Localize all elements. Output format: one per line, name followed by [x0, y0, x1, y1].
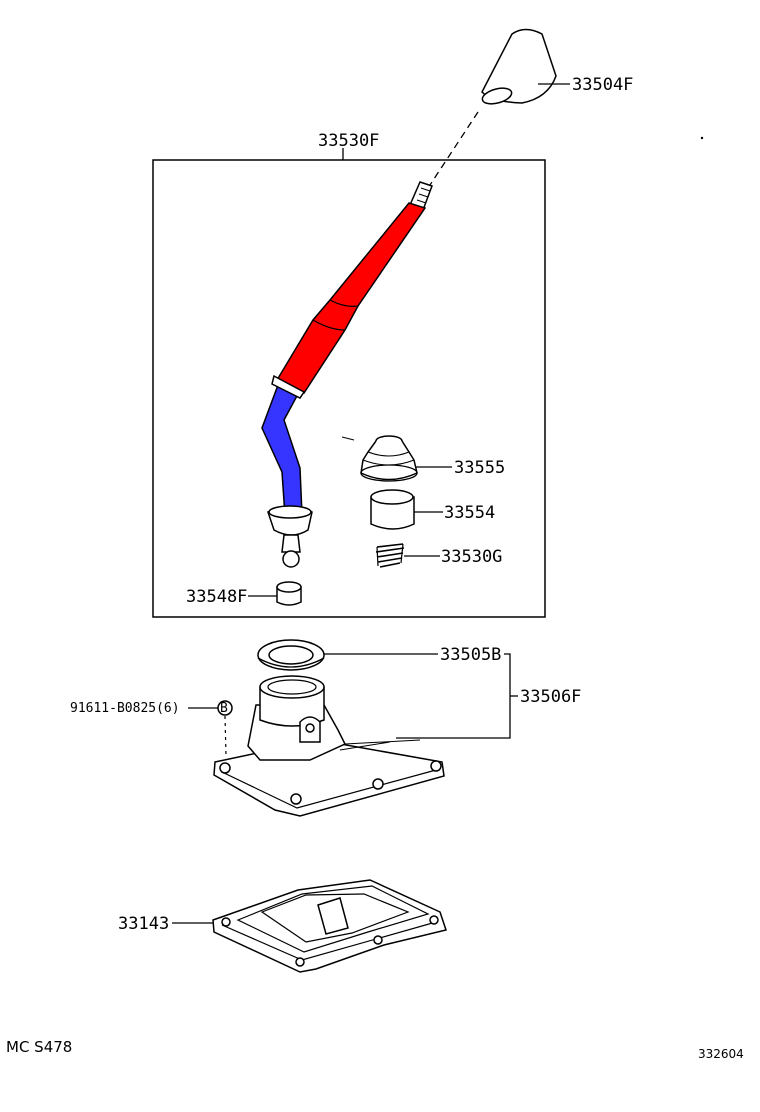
cover-plate — [212, 879, 447, 973]
label-knob: 33504F — [572, 75, 633, 95]
footer-ref-number: 332604 — [698, 1047, 744, 1061]
footer-model-code: MC S478 — [6, 1038, 72, 1056]
label-retainer-assy: 33506F — [520, 687, 581, 707]
lever-collar — [271, 374, 306, 399]
label-spring: 33530G — [441, 547, 502, 567]
label-retainer-seal: 33505B — [440, 645, 501, 665]
lever-upper-red — [275, 202, 427, 394]
lever-ball-end — [267, 505, 313, 568]
spring — [375, 543, 405, 568]
mark-dash — [341, 436, 355, 441]
retainer-seal — [257, 639, 325, 671]
retainer-bracket — [396, 653, 511, 739]
label-bolt: 91611-B0825(6) — [70, 701, 180, 716]
seat — [276, 581, 302, 606]
bolt-guide-line — [224, 715, 227, 757]
label-bushing: 33554 — [444, 503, 495, 523]
boot — [360, 435, 418, 482]
lever-lower-blue — [261, 383, 303, 517]
shift-knob — [481, 28, 557, 105]
retainer-housing — [213, 675, 445, 817]
knob-guide-line — [427, 111, 479, 189]
label-boot: 33555 — [454, 458, 505, 478]
mark-dot — [700, 136, 704, 140]
label-lever-assy: 33530F — [318, 131, 379, 151]
lever-assy-box — [152, 159, 546, 618]
bolt: B — [217, 700, 233, 716]
svg-text:B: B — [220, 701, 228, 716]
label-seat: 33548F — [186, 587, 247, 607]
label-cover: 33143 — [118, 914, 169, 934]
bushing — [370, 489, 415, 530]
